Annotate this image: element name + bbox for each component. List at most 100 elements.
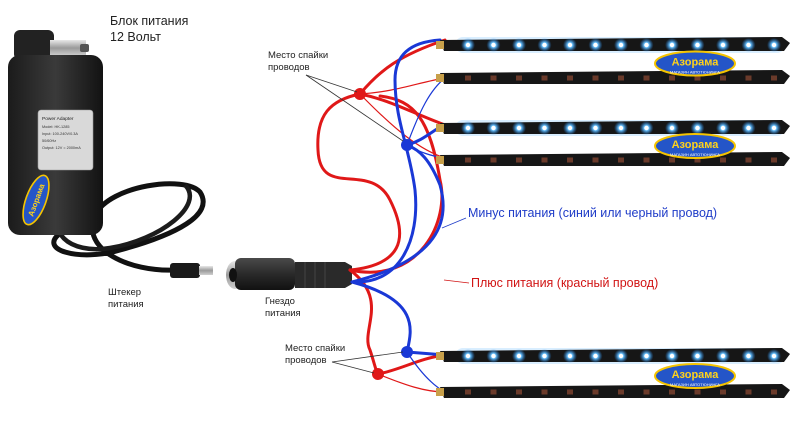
led-off: [643, 157, 650, 163]
led: [491, 353, 496, 359]
minus-wire-branch: [350, 143, 445, 284]
led: [746, 125, 751, 131]
solder-joint-plus-bottom: [372, 368, 384, 380]
led-off: [618, 75, 624, 81]
shop-logo-subtext: МАГАЗИН АВТОТЮНИНГА: [670, 70, 720, 75]
led: [746, 353, 751, 359]
led-off: [567, 75, 573, 81]
led: [567, 42, 573, 48]
led-off: [720, 389, 726, 395]
led-off: [465, 157, 471, 163]
shop-logo-badge: [654, 363, 736, 389]
led: [771, 42, 777, 48]
led-off: [567, 389, 573, 395]
adapter-label-line1: Power Adapter: [42, 116, 74, 122]
led: [542, 125, 547, 131]
led-off: [720, 75, 726, 81]
minus-wire-main: [350, 38, 442, 284]
adapter-label-line3: Input: 100-240V/0.3A: [42, 132, 78, 136]
led-off: [669, 389, 675, 395]
led: [771, 125, 777, 131]
solder-joint-minus-top: [401, 139, 413, 151]
power-adapter: Power Adapter Model: HK-1285 Input: 100-…: [8, 30, 103, 235]
led: [669, 42, 675, 48]
led-strip: [436, 70, 790, 84]
strip-solder-pad: [436, 156, 444, 164]
led: [491, 125, 496, 131]
led-off: [465, 389, 471, 395]
led: [644, 353, 649, 359]
arrow-solder-top-1: [305, 74, 358, 93]
led-off: [720, 157, 726, 163]
plus-wires: [316, 38, 447, 376]
led-off: [694, 389, 701, 395]
led-off: [771, 75, 777, 81]
plus-wire-to-strip3: [358, 92, 447, 127]
led-off: [694, 157, 701, 163]
led: [669, 125, 675, 131]
adapter-logo-sticker: Азорама: [22, 174, 50, 226]
led-off: [745, 75, 752, 81]
led: [593, 42, 598, 48]
shop-logo-text: Азорама: [672, 139, 720, 151]
led-off: [516, 157, 522, 163]
led-off: [541, 157, 548, 163]
adapter-label-line2: Model: HK-1285: [42, 125, 69, 129]
shop-logo-subtext: МАГАЗИН АВТОТЮНИНГА: [670, 152, 720, 157]
shop-logo-text: Азорама: [672, 57, 720, 69]
dc-plug: [170, 263, 213, 278]
led: [567, 125, 573, 131]
shop-logo-subtext: МАГАЗИН АВТОТЮНИНГА: [670, 382, 720, 387]
led: [695, 353, 700, 359]
led: [618, 42, 624, 48]
led: [644, 125, 649, 131]
solder-joint-minus-bottom: [401, 346, 413, 358]
led-off: [618, 389, 624, 395]
strip-solder-pad: [436, 352, 444, 360]
arrow-solder-top-2: [305, 74, 404, 142]
led: [593, 353, 598, 359]
shop-logo-badge: [654, 50, 736, 77]
solder-joint-plus-top: [354, 88, 366, 100]
led-off: [490, 75, 497, 81]
led: [465, 125, 471, 131]
psu-title-line1: Блок питания: [110, 14, 189, 28]
adapter-label-line5: Output: 12V = 2000mA: [42, 146, 81, 150]
led-off: [643, 389, 650, 395]
led-off: [592, 75, 599, 81]
led: [593, 125, 598, 131]
led-off: [541, 75, 548, 81]
led: [618, 125, 624, 131]
led-off: [541, 389, 548, 395]
led-off: [490, 157, 497, 163]
led: [669, 353, 675, 359]
led: [516, 42, 522, 48]
dc-socket: [226, 258, 352, 290]
led: [516, 353, 522, 359]
led-strip: [436, 152, 790, 166]
led: [720, 42, 726, 48]
plug-label: Штекер питания: [108, 287, 144, 310]
led-strip: [436, 37, 790, 53]
strip-solder-pad: [436, 74, 444, 82]
led-off: [771, 157, 777, 163]
led-off: [745, 157, 752, 163]
led-off: [643, 75, 650, 81]
led-off: [771, 389, 777, 395]
plus-label: Плюс питания (красный провод): [471, 276, 659, 290]
led-strip: [436, 348, 790, 364]
arrow-solder-bottom-1: [331, 351, 404, 363]
solder-label-top: Место спайки проводов: [268, 50, 329, 73]
strip-solder-pad: [436, 124, 444, 132]
led-off: [669, 157, 675, 163]
led: [567, 353, 573, 359]
led-strip: [436, 120, 790, 136]
led: [695, 42, 700, 48]
led: [644, 42, 649, 48]
strip-solder-pad: [436, 41, 444, 49]
led: [618, 353, 624, 359]
